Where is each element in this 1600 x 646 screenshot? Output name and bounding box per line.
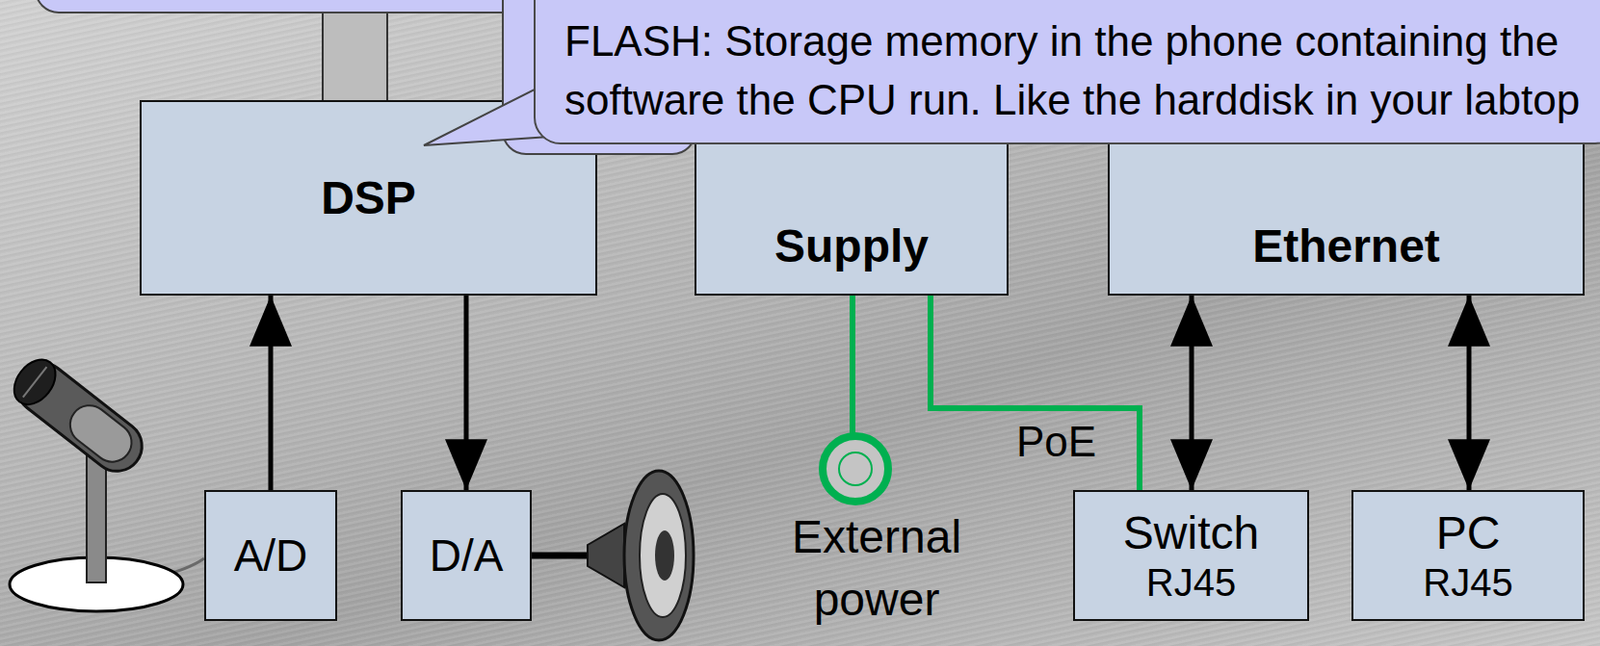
- signal-arrow: [268, 295, 274, 491]
- power-line: [930, 295, 1140, 491]
- speaker-wire: [531, 552, 590, 560]
- microphone-handle: [62, 397, 140, 471]
- microphone-grill-line: [23, 367, 48, 398]
- node-label: Supply: [774, 219, 929, 273]
- speaker-center: [655, 530, 675, 581]
- edge-label: PoE: [1016, 418, 1097, 468]
- power-jack: External power: [760, 431, 993, 632]
- port-box: SwitchRJ45: [1073, 490, 1310, 622]
- speaker-cone: [587, 524, 625, 588]
- microphone-icon: [5, 351, 205, 612]
- node-label: A/D: [234, 530, 309, 582]
- node-label: D/A: [429, 530, 504, 582]
- process-box: DSP: [139, 100, 598, 296]
- node-sublabel: RJ45: [1146, 560, 1236, 605]
- signal-arrow: [849, 295, 856, 437]
- power-jack-symbol: [760, 431, 993, 507]
- signal-arrow: [1189, 295, 1195, 491]
- converter-box: D/A: [400, 490, 532, 622]
- callout-bubble-edge: [35, 0, 537, 13]
- node-label: FLASH: Storage memory in the phone conta…: [564, 11, 1582, 130]
- speaker-membrane: [639, 494, 686, 618]
- node-label: Ethernet: [1252, 219, 1441, 273]
- process-box: Supply: [694, 134, 1009, 296]
- bus-bar: [322, 0, 388, 103]
- node-label: Switch: [1123, 506, 1260, 560]
- microphone-grill: [5, 351, 64, 413]
- callout-bubble: FLASH: Storage memory in the phone conta…: [533, 0, 1600, 145]
- node-label: External power: [760, 506, 993, 632]
- power-jack-pin: [839, 452, 872, 486]
- node-label: PC: [1436, 506, 1501, 560]
- node-sublabel: RJ45: [1422, 560, 1513, 605]
- converter-box: A/D: [204, 490, 338, 622]
- node-label: DSP: [320, 171, 417, 225]
- signal-arrow: [464, 295, 470, 491]
- process-box: Ethernet: [1107, 134, 1585, 296]
- speaker-icon: [531, 471, 694, 641]
- port-box: PCRJ45: [1351, 490, 1585, 622]
- speaker-rim: [624, 471, 694, 641]
- signal-arrow: [1467, 295, 1472, 491]
- power-jack-ring: [822, 436, 889, 502]
